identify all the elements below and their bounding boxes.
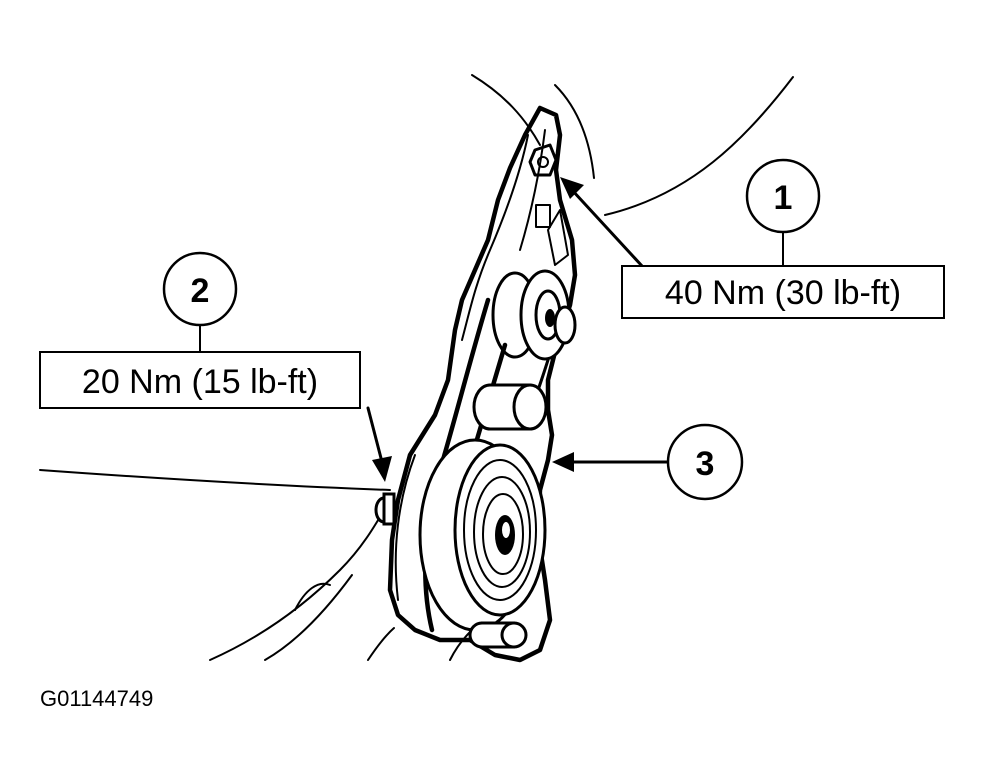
callout-3: 3 [666,423,744,501]
spacer-icon [472,383,548,431]
engine-outline [39,74,794,661]
figure-id: G01144749 [40,686,153,711]
callout-3-number: 3 [696,445,715,483]
callout-2-number: 2 [191,272,210,310]
torque-label-2: 20 Nm (15 lb-ft) [82,363,318,401]
tensioner-bracket [387,105,578,663]
callout-1: 1 40 Nm (30 lb-ft) [621,158,945,319]
torque-box-2 [39,351,361,409]
torque-box-1 [621,265,945,319]
lower-boss-icon [468,621,528,649]
callout-2-circle [162,251,238,327]
tensioner-pulley-icon [418,438,547,632]
torque-label-1: 40 Nm (30 lb-ft) [665,274,901,312]
upper-bolt-icon [528,143,558,228]
upper-pulley-icon [491,269,577,361]
lower-bolt-icon [374,492,396,526]
callout-2: 2 20 Nm (15 lb-ft) [39,251,361,409]
callout-1-number: 1 [774,179,793,217]
leader-lines [199,177,784,482]
callout-3-circle [666,423,744,501]
callout-1-circle [745,158,821,234]
